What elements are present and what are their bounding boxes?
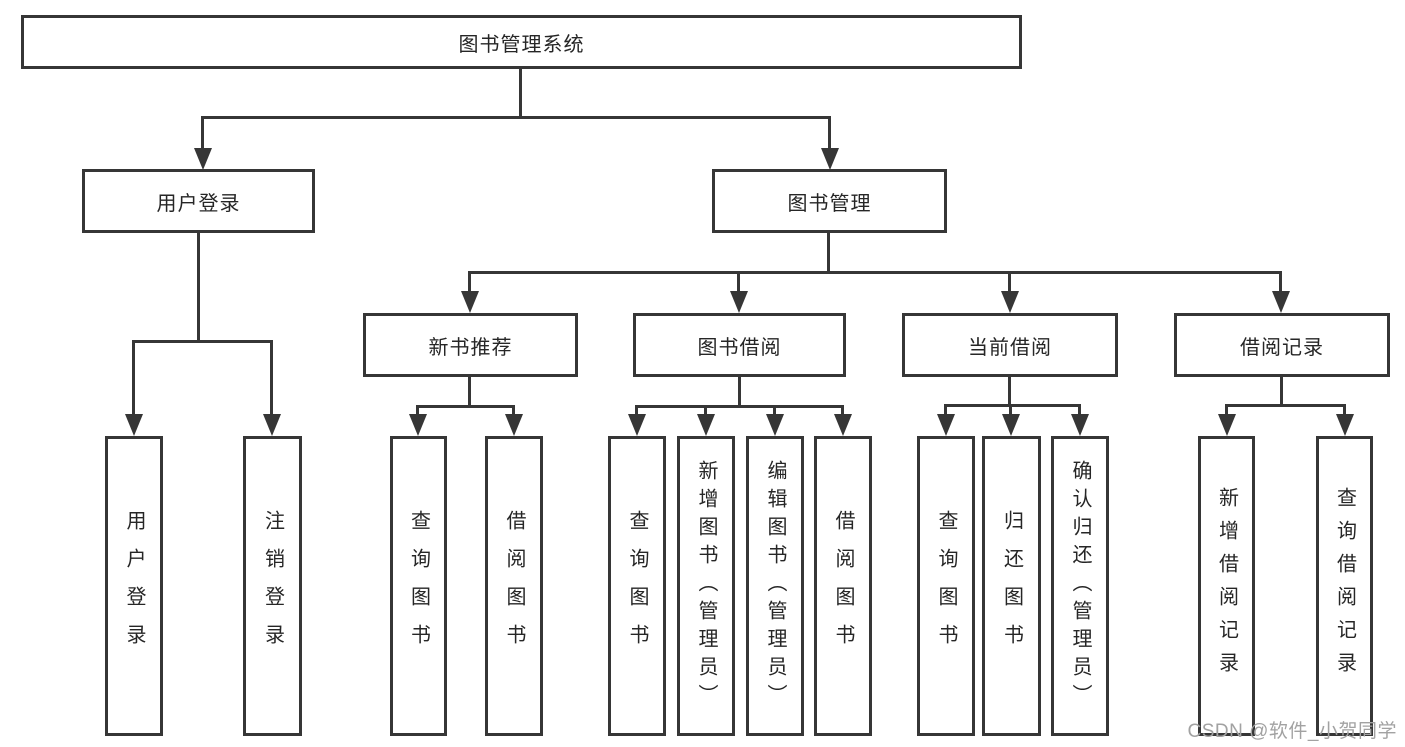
node-current-borrow-label: 当前借阅 <box>968 336 1052 359</box>
connector-root-stub <box>519 69 522 118</box>
node-leaf-cb-query-book: 查询图书 <box>917 436 975 736</box>
arrowhead-logout-leaf <box>263 414 281 436</box>
connector-current-borrow-stub <box>1008 377 1011 406</box>
connector-borrow-record-stub <box>1280 377 1283 406</box>
arrowhead-bb-borrow <box>834 414 852 436</box>
node-leaf-br-add-record: 新增借阅记录 <box>1198 436 1255 736</box>
connector-drop-bb-add <box>704 407 707 416</box>
connector-book-management-stub <box>827 233 830 273</box>
arrowhead-book-borrow <box>730 291 748 313</box>
node-leaf-logout: 注销登录 <box>243 436 302 736</box>
node-leaf-bb-add-book-admin: 新增图书（管理员） <box>677 436 735 736</box>
node-leaf-nb-borrow-book: 借阅图书 <box>485 436 543 736</box>
node-book-borrow: 图书借阅 <box>633 313 846 377</box>
connector-drop-new-book <box>468 273 471 293</box>
node-root-label: 图书管理系统 <box>458 33 585 56</box>
node-leaf-cb-return-book-label: 归还图书 <box>1000 510 1023 662</box>
connector-drop-borrow-record <box>1279 273 1282 293</box>
node-leaf-bb-edit-book-admin-label: 编辑图书（管理员） <box>764 460 786 712</box>
node-leaf-bb-query-book-label: 查询图书 <box>626 510 648 662</box>
connector-drop-nb-borrow <box>512 407 515 416</box>
arrowhead-new-book <box>461 291 479 313</box>
connector-drop-login-leaf <box>132 342 135 416</box>
node-leaf-cb-query-book-label: 查询图书 <box>935 510 957 662</box>
connector-drop-bb-query <box>635 407 638 416</box>
arrowhead-borrow-record <box>1272 291 1290 313</box>
node-leaf-logout-label: 注销登录 <box>261 510 284 662</box>
arrowhead-br-query <box>1336 414 1354 436</box>
connector-new-book-split <box>416 405 515 408</box>
node-current-borrow: 当前借阅 <box>902 313 1118 377</box>
node-root: 图书管理系统 <box>21 15 1022 69</box>
connector-drop-br-add <box>1225 406 1228 416</box>
connector-drop-cb-confirm <box>1078 406 1081 416</box>
arrowhead-cb-query <box>937 414 955 436</box>
node-book-management-label: 图书管理 <box>787 192 872 215</box>
connector-drop-bb-edit <box>773 407 776 416</box>
connector-book-borrow-stub <box>738 377 741 407</box>
connector-book-borrow-split <box>635 405 844 408</box>
arrowhead-bb-query <box>628 414 646 436</box>
node-book-borrow-label: 图书借阅 <box>697 336 782 359</box>
node-leaf-user-login: 用户登录 <box>105 436 163 736</box>
connector-root-split <box>201 116 831 119</box>
node-user-login-label: 用户登录 <box>156 192 241 215</box>
node-leaf-cb-confirm-return-admin: 确认归还（管理员） <box>1051 436 1109 736</box>
arrowhead-bb-edit <box>766 414 784 436</box>
node-borrow-record: 借阅记录 <box>1174 313 1390 377</box>
arrowhead-nb-query <box>409 414 427 436</box>
connector-borrow-record-split <box>1225 404 1346 407</box>
connector-drop-cb-return <box>1009 406 1012 416</box>
node-leaf-nb-borrow-book-label: 借阅图书 <box>503 510 525 662</box>
node-leaf-bb-borrow-book: 借阅图书 <box>814 436 872 736</box>
connector-drop-logout-leaf <box>270 342 273 416</box>
node-leaf-nb-query-book: 查询图书 <box>390 436 447 736</box>
node-borrow-record-label: 借阅记录 <box>1240 336 1324 359</box>
node-leaf-nb-query-book-label: 查询图书 <box>407 510 430 662</box>
connector-user-login-stub <box>197 233 200 342</box>
node-leaf-cb-return-book: 归还图书 <box>982 436 1041 736</box>
node-leaf-br-query-record: 查询借阅记录 <box>1316 436 1373 736</box>
node-leaf-bb-borrow-book-label: 借阅图书 <box>832 510 854 662</box>
connector-user-login-split <box>132 340 273 343</box>
arrowhead-login-leaf <box>125 414 143 436</box>
connector-drop-nb-query <box>416 407 419 416</box>
arrowhead-nb-borrow <box>505 414 523 436</box>
node-new-book-recommend-label: 新书推荐 <box>428 336 513 359</box>
node-leaf-bb-add-book-admin-label: 新增图书（管理员） <box>695 460 717 712</box>
connector-book-management-split <box>468 271 1282 274</box>
arrowhead-bb-add <box>697 414 715 436</box>
node-leaf-user-login-label: 用户登录 <box>123 510 145 662</box>
watermark: CSDN @软件_小贺同学 <box>1187 721 1397 742</box>
node-leaf-cb-confirm-return-admin-label: 确认归还（管理员） <box>1069 460 1091 712</box>
connector-drop-bb-borrow <box>841 407 844 416</box>
connector-drop-cb-query <box>944 406 947 416</box>
arrowhead-cb-confirm <box>1071 414 1089 436</box>
node-leaf-br-add-record-label: 新增借阅记录 <box>1215 487 1238 685</box>
connector-current-borrow-split <box>944 404 1081 407</box>
node-leaf-bb-edit-book-admin: 编辑图书（管理员） <box>746 436 804 736</box>
node-leaf-br-query-record-label: 查询借阅记录 <box>1333 487 1356 685</box>
connector-drop-current-borrow <box>1008 273 1011 293</box>
node-new-book-recommend: 新书推荐 <box>363 313 578 377</box>
node-user-login: 用户登录 <box>82 169 315 233</box>
connector-drop-book-borrow <box>737 273 740 293</box>
arrowhead-br-add <box>1218 414 1236 436</box>
arrowhead-user-login <box>194 148 212 170</box>
node-book-management: 图书管理 <box>712 169 947 233</box>
node-leaf-bb-query-book: 查询图书 <box>608 436 666 736</box>
arrowhead-current-borrow <box>1001 291 1019 313</box>
connector-new-book-stub <box>468 377 471 407</box>
arrowhead-cb-return <box>1002 414 1020 436</box>
arrowhead-book-management <box>821 148 839 170</box>
connector-drop-user-login <box>201 118 204 152</box>
connector-drop-br-query <box>1343 406 1346 416</box>
connector-drop-book-management <box>828 118 831 152</box>
